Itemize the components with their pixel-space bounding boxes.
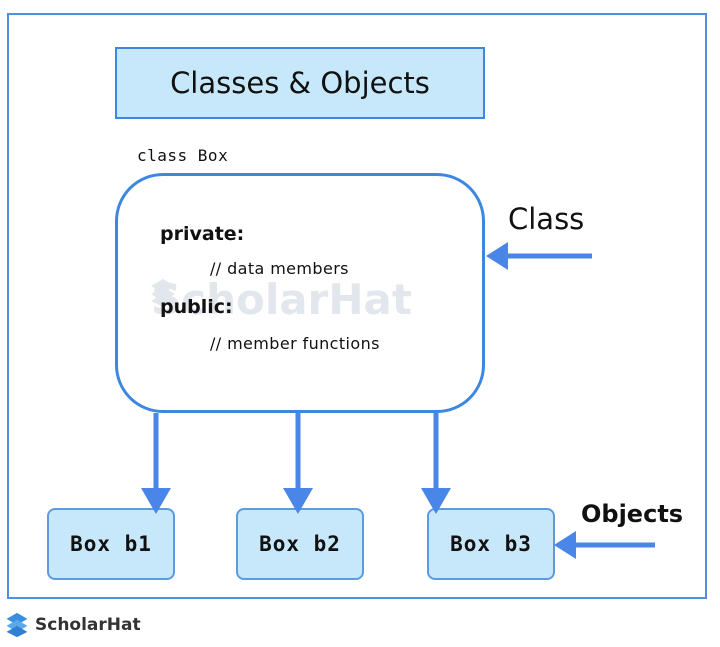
brand-name: ScholarHat [35,615,141,635]
brand-logo: ScholarHat [5,612,141,638]
watermark: ScholarHat [151,275,412,324]
object-label-b1: Box b1 [70,532,152,556]
watermark-logo-icon [151,279,175,307]
object-box-b3: Box b3 [427,508,555,580]
arrowhead-b1 [141,488,171,514]
arrowhead-b2 [283,488,313,514]
public-comment: // member functions [210,334,380,353]
arrowhead-class [486,242,508,270]
class-box [115,173,485,413]
object-label-b3: Box b3 [450,532,532,556]
diagram-title: Classes & Objects [115,47,485,119]
object-box-b1: Box b1 [47,508,175,580]
arrowhead-objects [554,531,576,559]
public-keyword: public: [160,296,233,318]
objects-label: Objects [581,500,684,528]
object-label-b2: Box b2 [259,532,341,556]
diagram-title-text: Classes & Objects [170,66,430,100]
arrowhead-b3 [421,488,451,514]
class-label: Class [508,202,585,236]
class-caption: class Box [137,146,229,165]
object-box-b2: Box b2 [236,508,364,580]
private-keyword: private: [160,223,245,245]
diagram-frame [7,13,707,599]
private-comment: // data members [210,259,349,278]
scholarhat-logo-icon [6,612,28,638]
